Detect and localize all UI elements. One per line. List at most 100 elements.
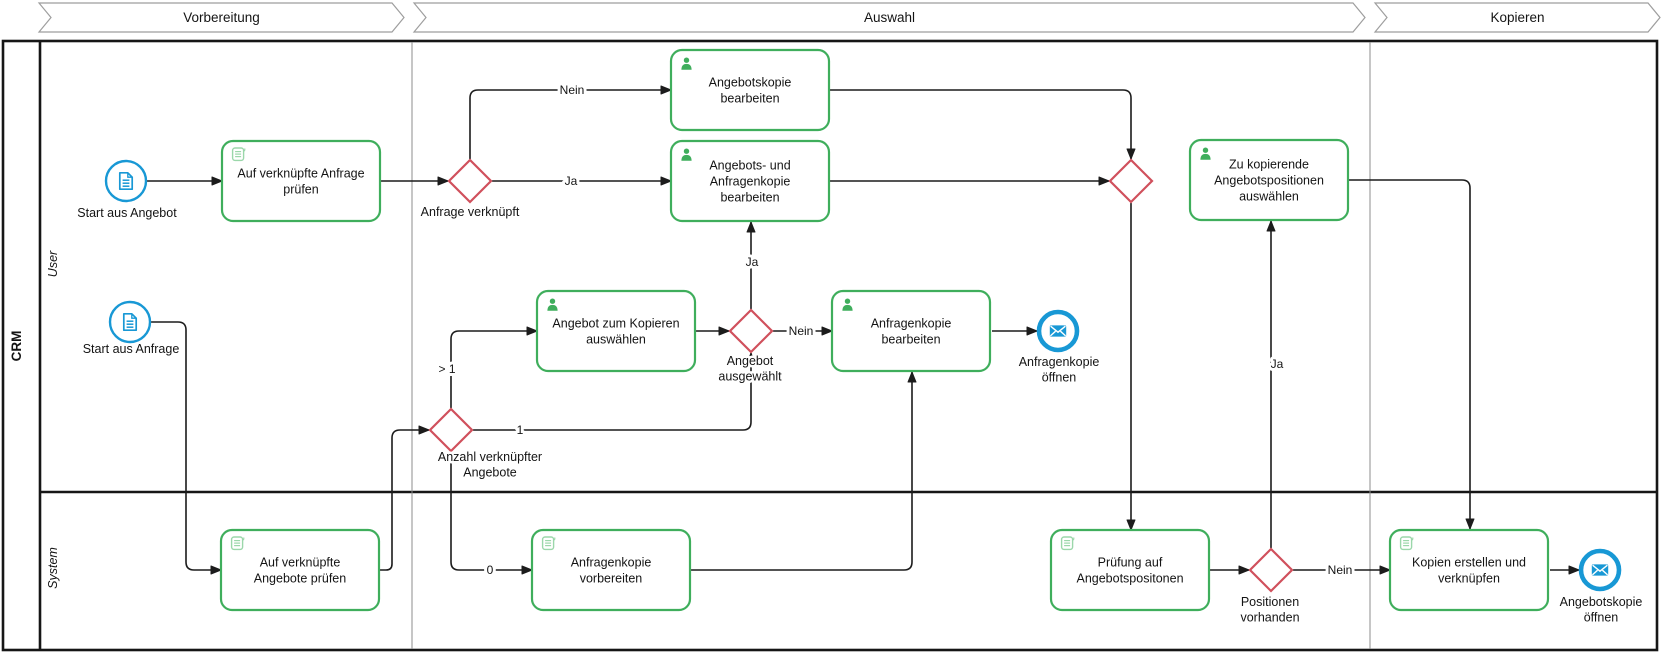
- end-event-angebotskopie-oeffnen[interactable]: Angebotskopie öffnen: [1557, 548, 1645, 627]
- flow-label: Nein: [1328, 563, 1353, 577]
- script-task-icon: [1060, 536, 1074, 551]
- phase-chevron[interactable]: [1373, 2, 1661, 33]
- phase-auswahl[interactable]: Auswahl: [412, 2, 1366, 33]
- flow-vorbereiten-zu-anfragenkopie-bearbeiten[interactable]: [691, 371, 917, 571]
- gateway-label: vorhanden: [1240, 611, 1299, 625]
- phase-vorbereitung[interactable]: Vorbereitung: [37, 2, 405, 33]
- gateway-diamond[interactable]: [1108, 158, 1154, 204]
- task-label: vorbereiten: [580, 572, 643, 586]
- task-shape[interactable]: [220, 139, 382, 223]
- task-shape[interactable]: [535, 289, 697, 373]
- flow-label: 0: [487, 563, 494, 577]
- script-task-icon: [230, 536, 244, 551]
- user-task-icon: [681, 154, 692, 161]
- gateway-diamond[interactable]: [447, 158, 493, 204]
- sequence-flow-line[interactable]: [380, 425, 430, 571]
- lane-label-user[interactable]: User: [46, 250, 60, 277]
- sequence-flow-line[interactable]: [150, 321, 222, 575]
- flow-angebote-pruefen-zu-anzahl[interactable]: [380, 425, 430, 571]
- task-shape[interactable]: [669, 139, 831, 223]
- pool-border[interactable]: [1, 39, 1659, 652]
- user-task-icon: [1202, 147, 1209, 153]
- start-event-start-aus-angebot[interactable]: Start aus Angebot: [75, 159, 180, 223]
- flow-positionen-vorhanden-ja[interactable]: Ja: [1266, 220, 1287, 548]
- flow-positionen-vorhanden-nein[interactable]: Nein: [1293, 560, 1391, 580]
- task-label: Anfragenkopie: [871, 317, 952, 331]
- task-shape[interactable]: [1388, 528, 1550, 612]
- flow-label: Ja: [565, 174, 578, 188]
- user-task-icon: [681, 63, 692, 70]
- task-shape[interactable]: [1188, 138, 1350, 222]
- flow-angebotskopie-zu-zusammenfuehrung[interactable]: [829, 89, 1136, 160]
- sequence-flow-line[interactable]: [1348, 179, 1475, 530]
- event-label: öffnen: [1042, 371, 1077, 385]
- sequence-flow-line[interactable]: [829, 89, 1136, 160]
- task-label: Angebot zum Kopieren: [552, 317, 679, 331]
- flow-zu-kopierende-zu-kopien-erstellen[interactable]: [1348, 179, 1475, 530]
- gateway-label: ausgewählt: [718, 370, 782, 384]
- event-label: öffnen: [1584, 611, 1619, 625]
- task-shape[interactable]: [530, 528, 692, 612]
- flow-anfrage-verknuepft-ja[interactable]: Ja: [492, 171, 672, 191]
- flow-anzahl-groesser-1[interactable]: > 1: [435, 326, 538, 408]
- event-circle[interactable]: [108, 300, 152, 344]
- sequence-flow-line[interactable]: [450, 452, 533, 575]
- lane-label-system[interactable]: System: [46, 547, 60, 589]
- sequence-flow-line[interactable]: [691, 371, 917, 571]
- event-label: Anfragenkopie: [1019, 355, 1100, 369]
- event-label: Start aus Angebot: [77, 206, 177, 220]
- flow-angebot-ausgewaehlt-ja[interactable]: Ja: [743, 221, 762, 309]
- flow-start-anfrage-zu-angebote-pruefen[interactable]: [150, 321, 222, 575]
- gateway-diamond[interactable]: [728, 308, 774, 354]
- sequence-flow-line[interactable]: [469, 85, 672, 159]
- envelope-icon: [1049, 325, 1067, 337]
- document-icon: [118, 171, 134, 191]
- gateway-label: Positionen: [1241, 595, 1299, 609]
- sequence-flow-line[interactable]: [450, 326, 538, 408]
- start-event-start-aus-anfrage[interactable]: Start aus Anfrage: [80, 300, 182, 359]
- gateway-zusammenfuehrung[interactable]: [1108, 158, 1154, 204]
- flow-label: Nein: [789, 324, 814, 338]
- task-label: Angebote prüfen: [254, 572, 346, 586]
- user-task-icon: [549, 298, 556, 304]
- gateway-anfrage-verknuepft[interactable]: Anfrage verknüpft: [418, 158, 522, 222]
- flow-label: > 1: [438, 362, 455, 376]
- gateway-diamond[interactable]: [428, 407, 474, 453]
- script-task-icon: [1411, 537, 1414, 541]
- sequence-flow-line[interactable]: [473, 352, 756, 431]
- phase-kopieren[interactable]: Kopieren: [1373, 2, 1661, 33]
- gateway-positionen-vorhanden[interactable]: Positionen vorhanden: [1238, 547, 1302, 627]
- flow-angebot-ausgewaehlt-nein[interactable]: Nein: [773, 321, 833, 341]
- task-label: bearbeiten: [720, 92, 779, 106]
- phase-chevron[interactable]: [412, 2, 1366, 33]
- flow-anfrage-verknuepft-nein[interactable]: Nein: [469, 80, 672, 159]
- phase-chevron[interactable]: [37, 2, 405, 33]
- script-task-icon: [1399, 536, 1413, 551]
- end-event-anfragenkopie-oeffnen[interactable]: Anfragenkopie öffnen: [1016, 309, 1102, 387]
- event-circle[interactable]: [104, 159, 148, 203]
- task-shape[interactable]: [219, 528, 381, 612]
- task-shape[interactable]: [669, 48, 831, 132]
- gateway-diamond[interactable]: [1248, 547, 1294, 593]
- task-label: Auf verknüpfte Anfrage: [237, 167, 364, 181]
- task-shape[interactable]: [1049, 528, 1211, 612]
- script-task-icon: [242, 537, 245, 541]
- event-label: Angebotskopie: [1560, 595, 1643, 609]
- flow-label: Ja: [1271, 357, 1284, 371]
- script-task-icon: [553, 537, 556, 541]
- task-shape[interactable]: [830, 289, 992, 373]
